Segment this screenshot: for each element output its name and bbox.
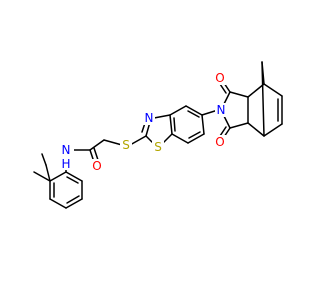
atom-s-thio: S [120, 138, 132, 152]
bond [229, 122, 249, 129]
bond [169, 114, 173, 135]
bond-lines [33, 61, 283, 209]
atom-o-imide-bottom: O [214, 135, 226, 149]
bond [173, 117, 176, 132]
bond [65, 198, 83, 209]
bond [187, 133, 205, 144]
bond [45, 164, 51, 182]
bond [263, 123, 283, 137]
atom-label: S [122, 138, 130, 152]
bond [66, 176, 79, 184]
atom-s-thiazole: S [152, 140, 164, 154]
atom-label: S [154, 140, 162, 154]
bond [223, 91, 231, 105]
atom-o-amide: O [91, 159, 103, 173]
bond [223, 115, 231, 129]
bond [263, 83, 283, 97]
bond [49, 198, 67, 209]
bond [103, 139, 123, 146]
bond [188, 131, 201, 139]
bond [65, 171, 83, 182]
bond [66, 195, 80, 204]
bond [185, 105, 203, 116]
atom-n-imide: N [215, 103, 227, 117]
bond [89, 139, 105, 151]
bond [129, 135, 147, 146]
atom-label: N [217, 103, 226, 117]
bond [33, 171, 51, 182]
bond [261, 61, 265, 137]
atom-nh: N H [58, 143, 74, 171]
atom-n-thiazole: N [143, 111, 155, 125]
atom-label: N [62, 143, 71, 157]
molecule-structure-diagram: N H O S N S N O O [33, 61, 283, 209]
bond [247, 122, 265, 137]
bond [49, 171, 67, 182]
bond [201, 114, 205, 135]
bond [169, 105, 187, 116]
atom-label: O [215, 135, 224, 149]
bond [229, 91, 249, 98]
atom-o-imide-top: O [214, 71, 226, 85]
atom-label-sub: H [61, 157, 70, 171]
atom-label: O [92, 159, 101, 173]
bond [171, 133, 189, 144]
bond [153, 114, 171, 119]
atom-label: N [145, 111, 154, 125]
bond [187, 110, 200, 118]
bond [247, 83, 265, 98]
bond [41, 153, 47, 166]
atom-label: O [215, 71, 224, 85]
